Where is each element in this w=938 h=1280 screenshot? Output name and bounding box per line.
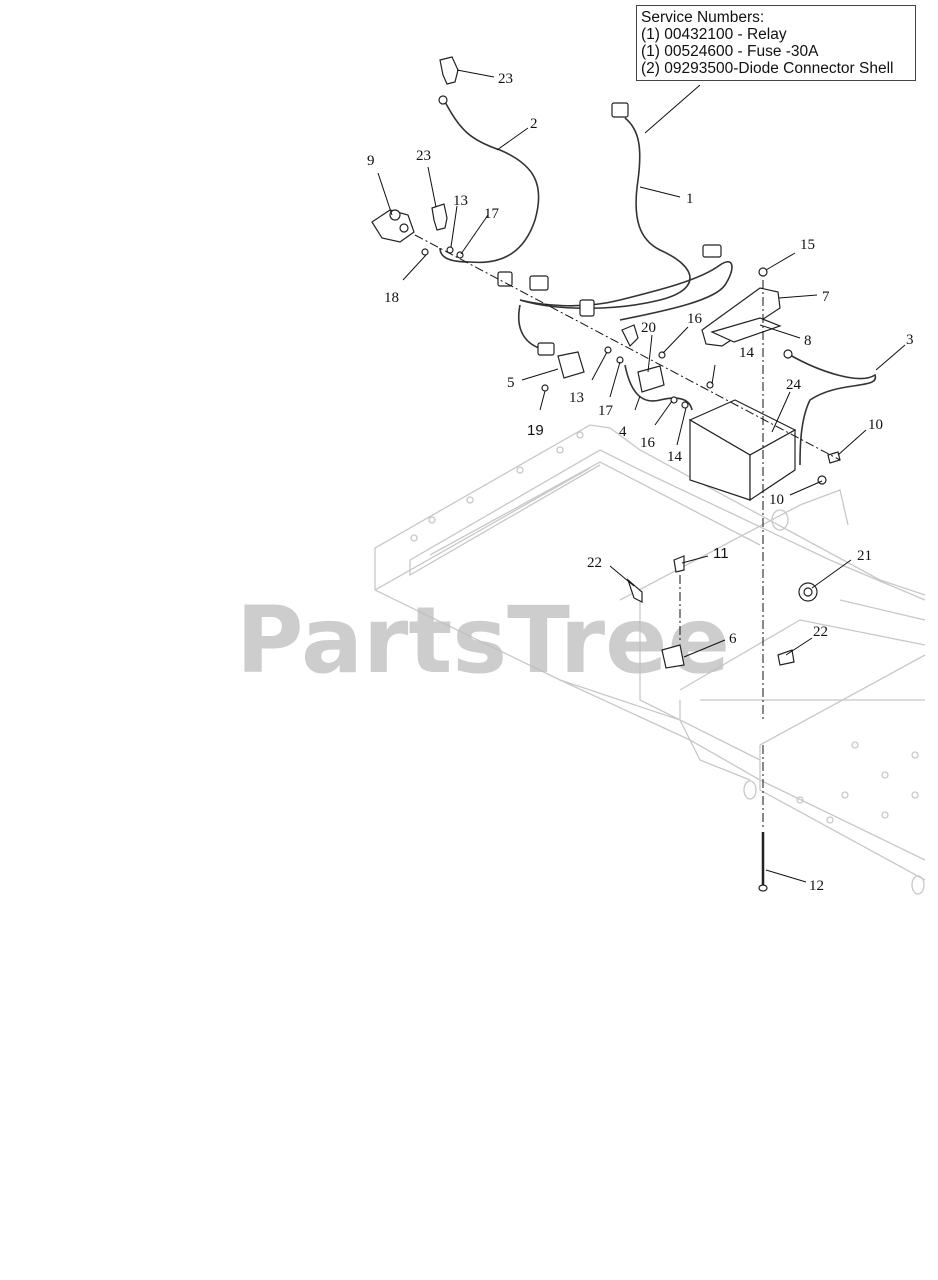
starter-solenoid [371,209,415,243]
nut-icon [706,381,714,389]
callout-11[interactable]: 11 [713,545,729,562]
callout-18[interactable]: 18 [384,290,399,306]
watermark: PartsTree [236,587,730,694]
ring-terminal-icon [438,95,448,105]
service-number-line: (2) 09293500-Diode Connector Shell [641,60,894,77]
callout-16b[interactable]: 16 [640,435,656,451]
screw-icon [421,248,429,256]
nut-icon [758,267,768,277]
terminal-boot-icon [431,203,448,231]
service-number-line: (1) 00524600 - Fuse -30A [641,43,819,60]
assembly-centerline [414,234,841,461]
service-numbers-box: Service Numbers: (1) 00432100 - Relay (1… [636,5,916,81]
terminal-boot-icon [439,56,459,85]
callout-23b[interactable]: 23 [416,148,431,164]
connector-icon [529,275,549,291]
callout-22a[interactable]: 22 [587,555,602,571]
callout-13a[interactable]: 13 [453,193,468,209]
bolt-icon [817,475,827,485]
callout-5[interactable]: 5 [507,375,515,391]
washer-icon [604,346,612,354]
connector-icon [537,342,555,356]
wire-harness [497,102,733,356]
connector-icon [497,271,513,287]
connector-icon [579,299,595,317]
callout-17b[interactable]: 17 [598,403,614,419]
battery-cable-3 [789,354,877,466]
terminal-boot-icon [621,324,639,348]
callout-4[interactable]: 4 [619,424,627,440]
ring-terminal-icon [783,349,793,359]
callout-24[interactable]: 24 [786,377,802,393]
bolt-icon [827,451,841,464]
screw-icon [541,384,549,392]
cable-tie-icon [777,649,795,666]
callout-13b[interactable]: 13 [569,390,584,406]
callout-3[interactable]: 3 [906,332,914,348]
callout-10b[interactable]: 10 [769,492,784,508]
service-numbers-heading: Service Numbers: [641,9,765,26]
chassis-frame [374,424,926,895]
battery-cable-2 [439,99,540,264]
callout-23a[interactable]: 23 [498,71,513,87]
callout-1[interactable]: 1 [686,191,694,207]
relay-icon [557,351,585,379]
callout-10a[interactable]: 10 [868,417,883,433]
connector-icon [611,102,629,118]
screw-icon [658,351,666,359]
callout-8[interactable]: 8 [804,333,812,349]
battery [688,399,797,502]
clip-icon [673,555,685,573]
connector-icon [661,644,685,669]
bolt-head-icon [758,884,768,892]
callout-14b[interactable]: 14 [667,449,683,465]
callout-2[interactable]: 2 [530,116,538,132]
callout-16a[interactable]: 16 [687,311,703,327]
cable-tie-icon [626,578,643,603]
callout-7[interactable]: 7 [822,289,830,305]
callout-20[interactable]: 20 [641,320,656,336]
battery-cable-4 [624,364,693,411]
fuse-holder-icon [637,365,665,393]
service-number-line: (1) 00432100 - Relay [641,26,787,43]
callout-19[interactable]: 19 [527,422,544,439]
screw-icon [670,396,678,404]
leader-lines [377,69,906,883]
battery-pad [710,317,782,343]
callout-15[interactable]: 15 [800,237,815,253]
callout-9[interactable]: 9 [367,153,375,169]
callout-14a[interactable]: 14 [739,345,755,361]
callout-6[interactable]: 6 [729,631,737,647]
callout-12[interactable]: 12 [809,878,824,894]
callout-17a[interactable]: 17 [484,206,500,222]
callout-22b[interactable]: 22 [813,624,828,640]
nut-icon [681,401,689,409]
callout-21[interactable]: 21 [857,548,872,564]
connector-icon [702,244,722,258]
